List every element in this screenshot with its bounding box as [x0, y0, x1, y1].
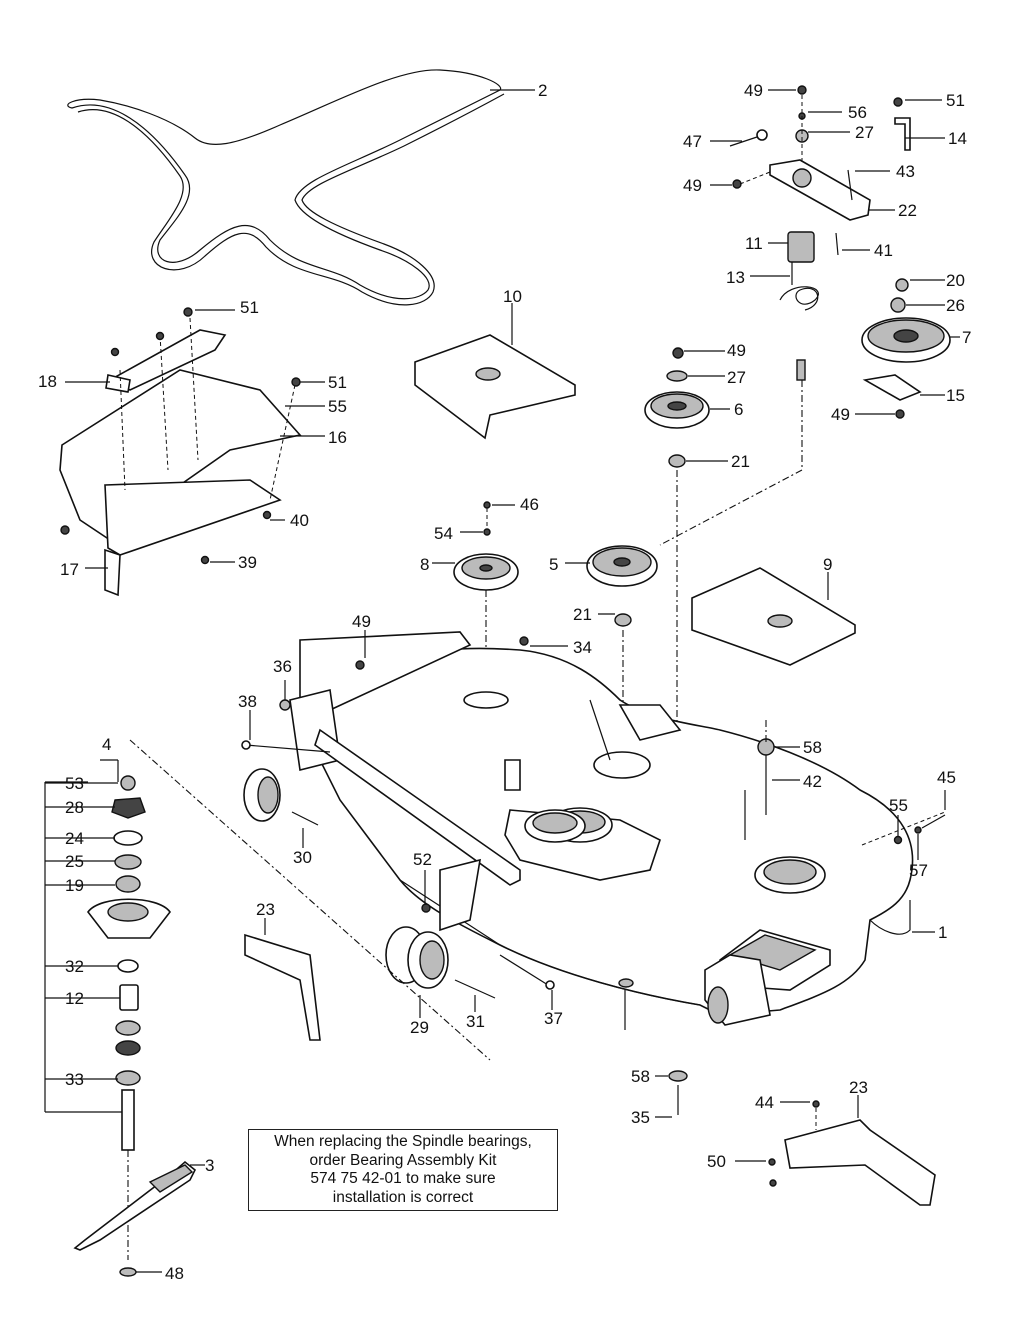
callout-11: 11	[745, 234, 763, 253]
callout-5: 5	[549, 555, 558, 574]
bearing-kit-note: When replacing the Spindle bearings, ord…	[248, 1129, 558, 1211]
callout-33: 33	[65, 1070, 84, 1089]
pulley-cover-9	[691, 567, 856, 666]
callout-13: 13	[726, 268, 745, 287]
callout-22: 22	[898, 201, 917, 220]
callout-44: 44	[755, 1093, 774, 1112]
deck-bolt-35	[618, 978, 688, 1118]
callout-55: 55	[889, 796, 908, 815]
callout-16: 16	[328, 428, 347, 447]
callout-58: 58	[631, 1067, 650, 1086]
callout-26: 26	[946, 296, 965, 315]
callout-36: 36	[273, 657, 292, 676]
callout-37: 37	[544, 1009, 563, 1028]
callout-51: 51	[946, 91, 965, 110]
note-line-4: installation is correct	[332, 1188, 474, 1206]
pulleys-8-5	[432, 501, 658, 770]
callout-6: 6	[734, 400, 743, 419]
anti-scalp-wheels	[243, 768, 555, 1018]
callout-31: 31	[466, 1012, 485, 1031]
callout-47: 47	[683, 132, 702, 151]
callout-18: 18	[38, 372, 57, 391]
callout-49: 49	[352, 612, 371, 631]
idler-arm-assembly	[659, 85, 945, 546]
discharge-deflector-right	[735, 1095, 936, 1206]
callout-12: 12	[65, 989, 84, 1008]
discharge-deflector-left	[244, 918, 321, 1041]
callout-49: 49	[727, 341, 746, 360]
callout-15: 15	[946, 386, 965, 405]
note-line-1: When replacing the Spindle bearings,	[274, 1133, 532, 1150]
callout-3: 3	[205, 1156, 214, 1175]
callout-38: 38	[238, 692, 257, 711]
callout-43: 43	[896, 162, 915, 181]
callout-23: 23	[256, 900, 275, 919]
callout-49: 49	[683, 176, 702, 195]
callout-53: 53	[65, 774, 84, 793]
callout-14: 14	[948, 129, 967, 148]
callout-57: 57	[909, 861, 928, 880]
callout-17: 17	[60, 560, 79, 579]
idler-pulley-assembly	[855, 278, 960, 419]
callout-19: 19	[65, 876, 84, 895]
note-line-2: order Bearing Assembly Kit	[309, 1151, 497, 1169]
callout-25: 25	[65, 852, 84, 871]
callout-54: 54	[434, 524, 453, 543]
callout-55: 55	[328, 397, 347, 416]
callout-45: 45	[937, 768, 956, 787]
callout-4: 4	[102, 735, 111, 754]
callout-48: 48	[165, 1264, 184, 1283]
mower-deck	[289, 631, 914, 1026]
callout-1: 1	[938, 923, 947, 942]
callout-20: 20	[946, 271, 965, 290]
callout-35: 35	[631, 1108, 650, 1127]
callout-labels: 2 49 51 56 47 27 14 49 43 22 11 41 13 20…	[38, 81, 971, 1283]
callout-42: 42	[803, 772, 822, 791]
callout-40: 40	[290, 511, 309, 530]
callout-10: 10	[503, 287, 522, 306]
callout-2: 2	[538, 81, 547, 100]
callout-21: 21	[731, 452, 750, 471]
callout-29: 29	[410, 1018, 429, 1037]
callout-46: 46	[520, 495, 539, 514]
callout-51: 51	[328, 373, 347, 392]
deck-bolts	[241, 630, 946, 933]
pulley-cover-10	[414, 303, 576, 440]
callout-34: 34	[573, 638, 592, 657]
note-line-3: 574 75 42-01 to make sure	[310, 1170, 496, 1187]
callout-27: 27	[727, 368, 746, 387]
callout-32: 32	[65, 957, 84, 976]
callout-21: 21	[573, 605, 592, 624]
callout-28: 28	[65, 798, 84, 817]
callout-41: 41	[874, 241, 893, 260]
callout-49: 49	[744, 81, 763, 100]
callout-24: 24	[65, 829, 84, 848]
callout-52: 52	[413, 850, 432, 869]
callout-49: 49	[831, 405, 850, 424]
callout-51: 51	[240, 298, 259, 317]
callout-58: 58	[803, 738, 822, 757]
callout-30: 30	[293, 848, 312, 867]
callout-39: 39	[238, 553, 257, 572]
spindle-assembly	[44, 739, 491, 1260]
callout-7: 7	[962, 328, 971, 347]
callout-23: 23	[849, 1078, 868, 1097]
belt-cover-assembly	[59, 307, 325, 597]
callout-9: 9	[823, 555, 832, 574]
callout-50: 50	[707, 1152, 726, 1171]
blade	[73, 1160, 205, 1277]
callout-56: 56	[848, 103, 867, 122]
callout-8: 8	[420, 555, 429, 574]
callout-27: 27	[855, 123, 874, 142]
drive-belt	[67, 69, 535, 306]
